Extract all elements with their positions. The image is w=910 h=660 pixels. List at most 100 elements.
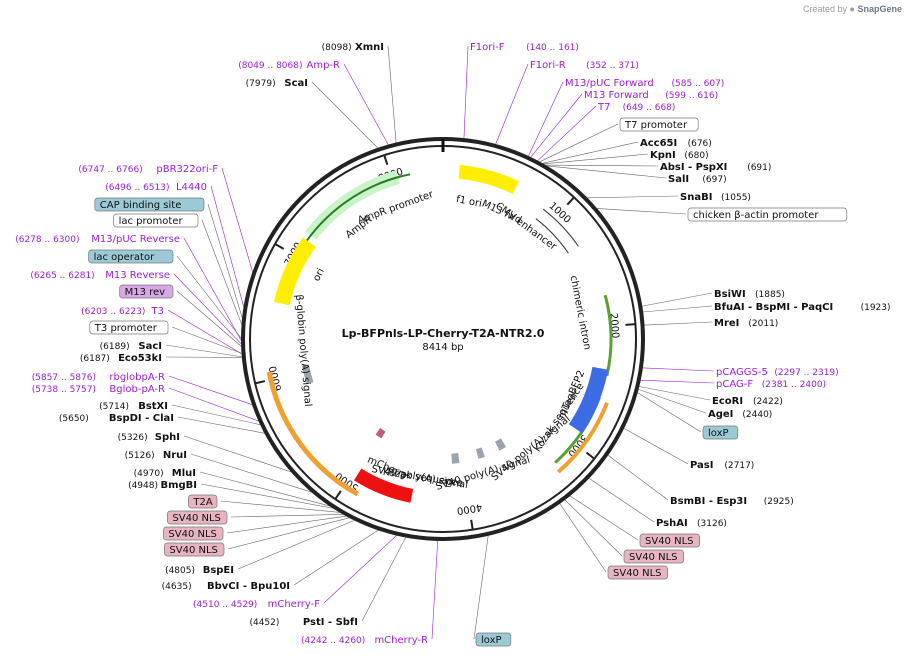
feature-chimeric-intron-6[interactable]: chimeric intron [568, 275, 593, 351]
label-bglob-pa-r-16[interactable]: Bglob-pA-R(5738 .. 5757) [32, 384, 165, 395]
label-t7-4[interactable]: T7(649 .. 668) [597, 102, 675, 113]
label-eco53ki-14[interactable]: Eco53kI(6187) [80, 353, 162, 364]
label-saci-13[interactable]: SacI(6189) [100, 341, 162, 352]
label-name[interactable]: PasI [690, 460, 713, 471]
label-bspei-27[interactable]: BspEI(4805) [165, 565, 234, 576]
label-name[interactable]: Bglob-pA-R [109, 384, 165, 395]
label-name[interactable]: SV40 NLS [168, 529, 217, 540]
label-acc65i-6[interactable]: Acc65I(676) [640, 138, 712, 149]
label-name[interactable]: F1ori-F [470, 42, 505, 53]
label-snabi-10[interactable]: SnaBI(1055) [680, 192, 751, 203]
label-name[interactable]: SphI [155, 432, 180, 443]
label-bsiwi-12[interactable]: BsiWI(1885) [714, 289, 785, 300]
label-name[interactable]: BsiWI [714, 289, 746, 300]
label-name[interactable]: mCherry-R [374, 635, 428, 646]
label-name[interactable]: SnaBI [680, 192, 712, 203]
label-f1ori-f-0[interactable]: F1ori-F(140 .. 161) [470, 42, 579, 53]
label-name[interactable]: SV40 NLS [613, 568, 662, 579]
label-sv40-nls-23[interactable]: SV40 NLS [639, 533, 700, 548]
label-bmgbi-22[interactable]: BmgBI(4948) [128, 480, 197, 491]
label-bsmbi-esp3i-21[interactable]: BsmBI - Esp3I(2925) [670, 496, 794, 507]
label-t3-promoter-12[interactable]: T3 promoter [89, 320, 169, 335]
label-name[interactable]: Amp-R [307, 60, 341, 71]
label-ecori-17[interactable]: EcoRI(2422) [712, 396, 783, 407]
label-kpni-7[interactable]: KpnI(680) [650, 150, 709, 161]
feature-ori-2[interactable]: ori [311, 267, 327, 284]
label-t2a-23[interactable]: T2A [188, 494, 218, 509]
label-name[interactable]: M13/pUC Reverse [91, 234, 180, 245]
label-name[interactable]: lac promoter [119, 216, 184, 227]
label-name[interactable]: F1ori-R [530, 60, 566, 71]
label-name[interactable]: M13/pUC Forward [565, 78, 654, 89]
label-f1ori-r-1[interactable]: F1ori-R(352 .. 371) [530, 60, 639, 71]
label-name[interactable]: pBR322ori-F [156, 164, 218, 175]
label-name[interactable]: BstXI [138, 401, 168, 412]
label-t3-11[interactable]: T3(6203 .. 6223) [81, 306, 164, 317]
label-name[interactable]: SalI [668, 174, 689, 185]
label-sv40-nls-25[interactable]: SV40 NLS [163, 526, 224, 541]
label-sv40-nls-26[interactable]: SV40 NLS [164, 542, 225, 557]
label-name[interactable]: M13 Forward [584, 90, 649, 101]
label-name[interactable]: XmnI [355, 42, 384, 53]
label-name[interactable]: Acc65I [640, 138, 677, 149]
label-name[interactable]: SV40 NLS [645, 536, 694, 547]
label-name[interactable]: BmgBI [160, 480, 197, 491]
label-mrei-14[interactable]: MreI(2011) [714, 318, 778, 329]
label-name[interactable]: M13 Reverse [105, 270, 170, 281]
label-nrui-20[interactable]: NruI(5126) [125, 450, 187, 461]
label-amp-r-1[interactable]: Amp-R(8049 .. 8068) [238, 60, 340, 71]
label-m13-reverse-9[interactable]: M13 Reverse(6265 .. 6281) [30, 270, 170, 281]
label-name[interactable]: lac operator [94, 252, 155, 263]
label-mcherry-f-29[interactable]: mCherry-F(4510 .. 4529) [193, 599, 320, 610]
label-name[interactable]: BbvCI - Bpu10I [207, 581, 290, 592]
label-name[interactable]: pCAG-F [716, 379, 753, 390]
label-mlui-21[interactable]: MluI(4970) [134, 468, 196, 479]
label-name[interactable]: pCAGGS-5 [716, 367, 768, 378]
label-name[interactable]: MreI [714, 318, 739, 329]
label-name[interactable]: Eco53kI [118, 353, 162, 364]
label-name[interactable]: SV40 NLS [169, 545, 218, 556]
label-name[interactable]: T2A [192, 497, 212, 508]
label-name[interactable]: SacI [138, 341, 162, 352]
label-name[interactable]: CAP binding site [100, 200, 182, 211]
label-name[interactable]: EcoRI [712, 396, 743, 407]
label-name[interactable]: KpnI [650, 150, 676, 161]
label-name[interactable]: T7 [597, 102, 610, 113]
label-scai-2[interactable]: ScaI(7979) [246, 78, 308, 89]
label-t7-promoter-5[interactable]: T7 promoter [619, 117, 699, 132]
label-name[interactable]: SV40 NLS [172, 513, 221, 524]
label-name[interactable]: BspDI - ClaI [109, 413, 174, 424]
label-m13-forward-3[interactable]: M13 Forward(599 .. 616) [584, 90, 718, 101]
label-name[interactable]: M13 rev [125, 287, 166, 298]
label-name[interactable]: BspEI [203, 565, 234, 576]
label-bbvci-bpu10i-28[interactable]: BbvCI - Bpu10I(4635) [162, 581, 290, 592]
label-name[interactable]: loxP [708, 428, 729, 439]
label-name[interactable]: mCherry-F [268, 599, 321, 610]
label-pbr322ori-f-3[interactable]: pBR322ori-F(6747 .. 6766) [78, 164, 218, 175]
label-name[interactable]: BfuAI - BspMI - PaqCI [714, 302, 833, 313]
label-sv40-nls-25[interactable]: SV40 NLS [607, 565, 668, 580]
label-lac-operator-8[interactable]: lac operator [88, 249, 174, 264]
label-pcaggs-5-15[interactable]: pCAGGS-5(2297 .. 2319) [716, 367, 839, 378]
label-name[interactable]: AgeI [708, 409, 733, 420]
label-sali-9[interactable]: SalI(697) [668, 174, 727, 185]
label-name[interactable]: SV40 NLS [629, 552, 678, 563]
label-bspdi-clai-18[interactable]: BspDI - ClaI(5650) [59, 413, 174, 424]
label-bstxi-17[interactable]: BstXI(5714) [99, 401, 168, 412]
label-m13-puc-forward-2[interactable]: M13/pUC Forward(585 .. 607) [565, 78, 724, 89]
label-name[interactable]: MluI [172, 468, 196, 479]
label-loxp-26[interactable]: loxP [475, 632, 512, 647]
label-name[interactable]: T7 promoter [624, 120, 688, 131]
label-chicken-actin-promoter-11[interactable]: chicken β-actin promoter [687, 207, 848, 222]
label-name[interactable]: chicken β-actin promoter [693, 210, 819, 221]
label-name[interactable]: AbsI - PspXI [660, 162, 727, 173]
label-pasi-20[interactable]: PasI(2717) [690, 460, 754, 471]
label-psti-sbfi-30[interactable]: PstI - SbfI(4452) [249, 617, 358, 628]
label-name[interactable]: T3 promoter [94, 323, 158, 334]
label-mcherry-r-31[interactable]: mCherry-R(4242 .. 4260) [301, 635, 428, 646]
label-m13-puc-reverse-7[interactable]: M13/pUC Reverse(6278 .. 6300) [15, 234, 180, 245]
label-rbglobpa-r-15[interactable]: rbglobpA-R(5857 .. 5876) [32, 372, 165, 383]
label-m13-rev-10[interactable]: M13 rev [119, 284, 174, 299]
label-cap-binding-site-5[interactable]: CAP binding site [94, 197, 205, 212]
label-l4440-4[interactable]: L4440(6496 .. 6513) [105, 182, 207, 193]
